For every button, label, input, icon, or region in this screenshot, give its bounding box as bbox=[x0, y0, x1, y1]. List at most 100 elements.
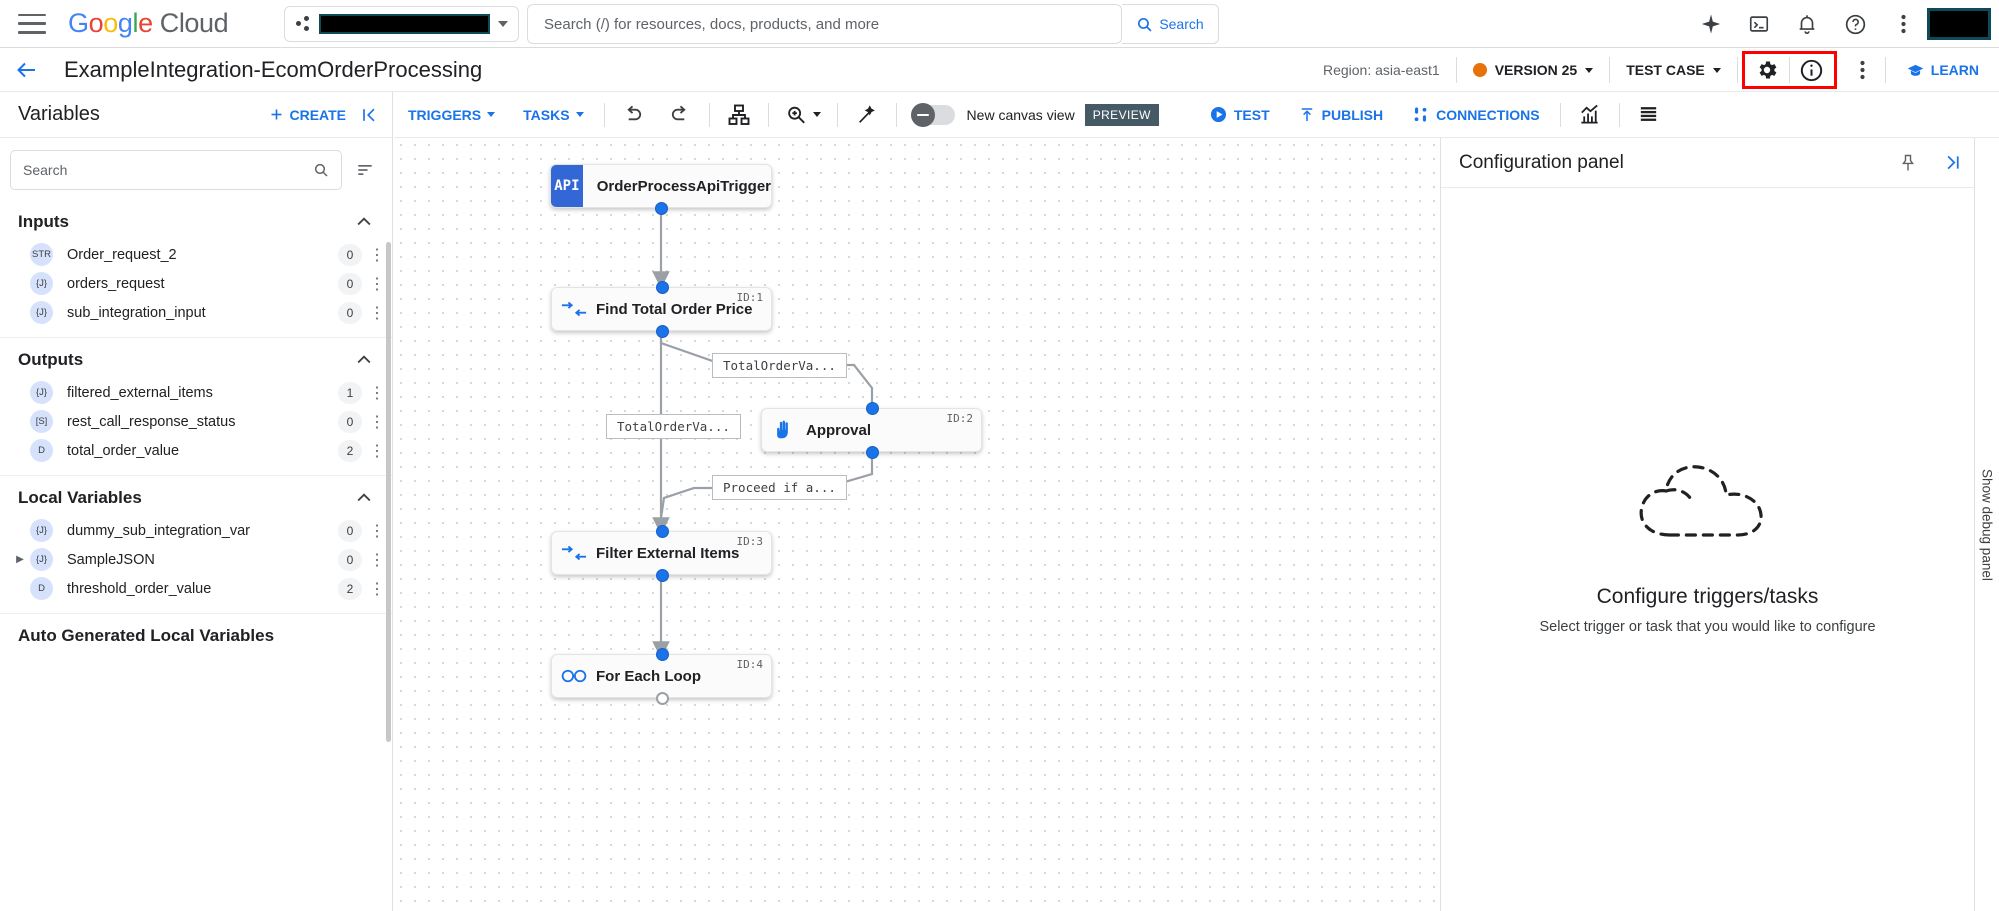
node-output-port[interactable] bbox=[655, 325, 669, 338]
variable-group-header[interactable]: Inputs bbox=[0, 204, 392, 240]
zoom-menu-button[interactable] bbox=[775, 92, 831, 138]
connections-button[interactable]: CONNECTIONS bbox=[1397, 105, 1553, 124]
variable-group-header[interactable]: Auto Generated Local Variables bbox=[0, 618, 392, 654]
auto-layout-button[interactable] bbox=[716, 92, 762, 138]
sidebar-scrollbar[interactable] bbox=[386, 242, 391, 742]
learn-button[interactable]: LEARN bbox=[1886, 62, 1999, 79]
preview-badge: PREVIEW bbox=[1084, 103, 1159, 126]
redo-button[interactable] bbox=[657, 92, 703, 138]
edge-label[interactable]: TotalOrderVa... bbox=[606, 414, 741, 439]
chevron-down-icon bbox=[1712, 67, 1721, 73]
collapse-sidebar-button[interactable] bbox=[346, 105, 392, 125]
node-input-port[interactable] bbox=[655, 525, 669, 538]
global-search-input[interactable]: Search (/) for resources, docs, products… bbox=[527, 4, 1122, 44]
integration-canvas-right[interactable] bbox=[1133, 138, 1440, 911]
logs-button[interactable] bbox=[1626, 92, 1672, 138]
pin-button[interactable] bbox=[1886, 141, 1930, 185]
flow-node-label: Find Total Order Price bbox=[596, 300, 753, 318]
test-button[interactable]: TEST bbox=[1195, 105, 1284, 124]
divider bbox=[1788, 57, 1790, 83]
variable-type-chip: {J} bbox=[30, 519, 53, 542]
gear-icon bbox=[1759, 61, 1777, 79]
variable-count-badge: 0 bbox=[338, 272, 362, 295]
variable-more-icon[interactable]: ⋮ bbox=[369, 551, 385, 569]
test-case-selector[interactable]: TEST CASE bbox=[1610, 62, 1737, 78]
tasks-menu-button[interactable]: TASKS bbox=[509, 107, 597, 123]
project-selector[interactable] bbox=[284, 5, 520, 42]
publish-upload-icon bbox=[1301, 107, 1312, 121]
variable-type-chip: [S] bbox=[30, 410, 53, 433]
play-circle-icon bbox=[1210, 106, 1226, 123]
more-vert-icon[interactable] bbox=[1879, 0, 1927, 48]
variable-more-icon[interactable]: ⋮ bbox=[369, 580, 385, 598]
undo-button[interactable] bbox=[611, 92, 657, 138]
hamburger-menu-icon[interactable] bbox=[18, 13, 46, 34]
create-variable-button[interactable]: CREATE bbox=[269, 107, 346, 123]
variable-count-badge: 0 bbox=[338, 301, 362, 324]
variable-more-icon[interactable]: ⋮ bbox=[369, 275, 385, 293]
analytics-button[interactable] bbox=[1567, 92, 1613, 138]
variables-search-placeholder: Search bbox=[23, 162, 68, 178]
variable-group-header[interactable]: Outputs bbox=[0, 342, 392, 378]
gemini-sparkle-icon[interactable] bbox=[1687, 0, 1735, 48]
node-output-port[interactable] bbox=[865, 446, 879, 459]
variable-more-icon[interactable]: ⋮ bbox=[369, 442, 385, 460]
node-input-port[interactable] bbox=[865, 402, 879, 415]
connections-label: CONNECTIONS bbox=[1436, 106, 1540, 123]
sort-filter-button[interactable] bbox=[348, 160, 382, 180]
variable-more-icon[interactable]: ⋮ bbox=[369, 413, 385, 431]
node-input-port[interactable] bbox=[655, 648, 669, 661]
node-output-port[interactable] bbox=[655, 692, 669, 705]
expand-twisty-icon[interactable]: ▶ bbox=[16, 554, 24, 565]
variable-group-header[interactable]: Local Variables bbox=[0, 480, 392, 516]
version-selector[interactable]: VERSION 25 bbox=[1457, 62, 1609, 78]
variable-more-icon[interactable]: ⋮ bbox=[369, 304, 385, 322]
help-question-icon[interactable] bbox=[1831, 0, 1879, 48]
flow-edges bbox=[652, 208, 874, 659]
show-debug-panel-rail[interactable]: Show debug panel bbox=[1974, 138, 1999, 911]
search-button[interactable]: Search bbox=[1122, 4, 1219, 44]
variables-search-input[interactable]: Search bbox=[10, 150, 342, 190]
publish-button[interactable]: PUBLISH bbox=[1284, 106, 1397, 124]
empty-state-subtitle: Select trigger or task that you would li… bbox=[1539, 618, 1876, 635]
cloud-shell-icon[interactable] bbox=[1735, 0, 1783, 48]
account-avatar[interactable] bbox=[1927, 8, 1991, 40]
more-options-button[interactable] bbox=[1841, 51, 1885, 89]
configuration-panel-empty-state: Configure triggers/tasks Select trigger … bbox=[1441, 188, 1974, 911]
variable-more-icon[interactable]: ⋮ bbox=[369, 246, 385, 264]
triggers-menu-button[interactable]: TRIGGERS bbox=[394, 107, 509, 123]
chevron-up-icon bbox=[354, 488, 374, 508]
notifications-bell-icon[interactable] bbox=[1783, 0, 1831, 48]
magic-wand-button[interactable] bbox=[844, 92, 890, 138]
node-output-port[interactable] bbox=[655, 202, 668, 215]
node-output-port[interactable] bbox=[655, 569, 669, 582]
edge-label[interactable]: TotalOrderVa... bbox=[712, 353, 847, 378]
variable-more-icon[interactable]: ⋮ bbox=[369, 522, 385, 540]
settings-gear-button[interactable] bbox=[1745, 51, 1789, 89]
new-canvas-view-toggle[interactable] bbox=[910, 102, 955, 127]
flow-node-id: ID:4 bbox=[736, 658, 764, 671]
expand-panel-button[interactable] bbox=[1930, 141, 1974, 185]
edge-label[interactable]: Proceed if a... bbox=[712, 475, 847, 500]
variable-group: Auto Generated Local Variables bbox=[0, 614, 392, 664]
back-arrow-icon[interactable] bbox=[14, 57, 40, 83]
variable-more-icon[interactable]: ⋮ bbox=[369, 384, 385, 402]
info-button[interactable] bbox=[1790, 51, 1834, 89]
node-input-port[interactable] bbox=[655, 281, 669, 294]
